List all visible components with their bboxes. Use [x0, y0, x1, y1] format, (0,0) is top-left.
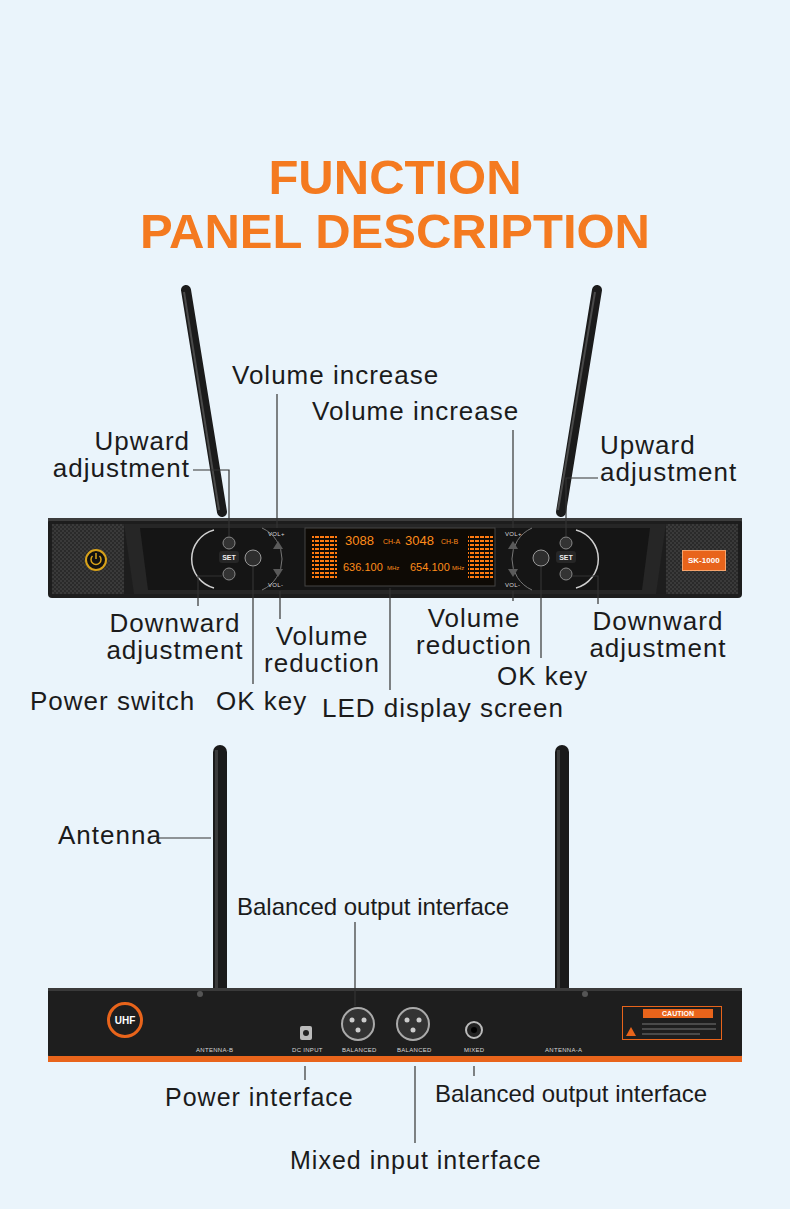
callout-label: Downward adjustment — [588, 608, 728, 662]
title-block: FUNCTION PANEL DESCRIPTION — [115, 150, 675, 258]
panel-marking: ANTENNA-A — [545, 1047, 582, 1053]
panel-marking: VOL+ — [505, 531, 522, 537]
receiver-rear — [48, 988, 742, 1062]
panel-marking: MIXED — [464, 1047, 485, 1053]
node-text: 654.100 — [410, 562, 450, 573]
node-text: 636.100 — [343, 562, 383, 573]
panel-marking: VOL- — [268, 582, 283, 588]
node-text: CH-A — [383, 538, 400, 545]
panel-marking: BALANCED — [342, 1047, 377, 1053]
node-text: SET — [559, 554, 573, 561]
callout-label: Upward adjustment — [600, 432, 750, 486]
node-text: 3088 — [345, 534, 374, 547]
receiver-front — [48, 518, 742, 598]
title-spacer — [115, 150, 215, 204]
node-text: SK-1000 — [688, 556, 720, 565]
panel-marking: VOL- — [505, 582, 520, 588]
caution-label: CAUTION — [622, 1006, 722, 1040]
leader-lines — [156, 838, 474, 1143]
callout-label: Mixed input interface — [290, 1147, 542, 1174]
panel-marking: DC INPUT — [292, 1047, 323, 1053]
node-text: MHz — [452, 565, 464, 571]
callout-label: Balanced output interface — [237, 893, 509, 920]
front-antenna — [558, 290, 597, 512]
node-text: 3048 — [405, 534, 434, 547]
page-title: FUNCTION PANEL DESCRIPTION — [140, 150, 650, 258]
callout-label: Power switch — [30, 688, 195, 715]
callout-label: LED display screen — [322, 695, 564, 722]
callout-label: Balanced output interface — [435, 1080, 707, 1107]
panel-marking: VOL+ — [268, 531, 285, 537]
node-text: CH-B — [441, 538, 458, 545]
callout-label: OK key — [216, 688, 307, 715]
panel-marking: ANTENNA-B — [196, 1047, 233, 1053]
title-spacer — [575, 150, 675, 204]
callout-label: Volume reduction — [262, 623, 382, 677]
led-display: 3088CH-A3048CH-B636.100MHz654.100MHz — [305, 528, 495, 586]
callout-label: OK key — [497, 663, 588, 690]
callout-label: Antenna — [58, 822, 162, 849]
brand-logo: UHF — [107, 1002, 143, 1038]
callout-label: Volume increase — [232, 362, 439, 389]
panel-marking: BALANCED — [397, 1047, 432, 1053]
callout-label: Volume reduction — [414, 605, 534, 659]
node-text: SET — [222, 554, 236, 561]
node-text: UHF — [115, 1015, 136, 1026]
callout-label: Volume increase — [312, 398, 519, 425]
node-text: MHz — [387, 565, 399, 571]
model-badge: SK-1000 — [682, 550, 726, 571]
node-text: CAUTION — [643, 1009, 713, 1018]
callout-label: Upward adjustment — [40, 428, 190, 482]
set-button-label: SET — [219, 551, 239, 563]
set-button-label: SET — [556, 551, 576, 563]
callout-label: Power interface — [165, 1084, 354, 1111]
leader-lines — [193, 394, 598, 690]
callout-label: Downward adjustment — [105, 610, 245, 664]
